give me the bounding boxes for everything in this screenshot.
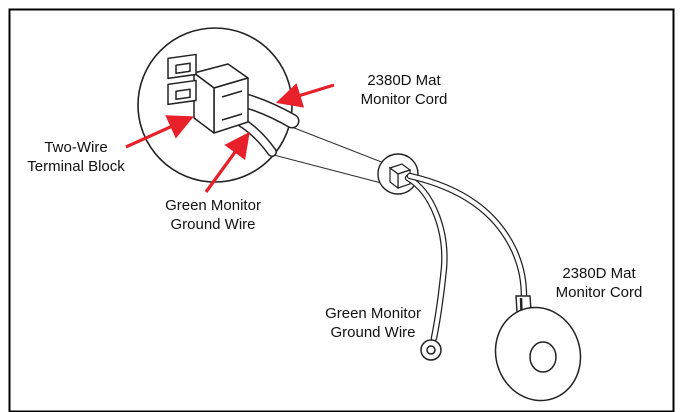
magnifier-leader-lines [269,123,386,185]
label-line: Monitor Cord [360,91,448,108]
arrow-terminal-block [125,115,194,149]
label-green-monitor-ground-wire: Green Monitor Ground Wire [306,304,440,342]
ring-terminal [420,339,442,361]
detail-terminal-block [167,53,249,134]
label-mat-monitor-cord-detail: 2380D Mat Monitor Cord [346,71,462,109]
label-mat-monitor-cord: 2380D Mat Monitor Cord [540,264,658,302]
small-terminal-block [388,163,412,190]
ground-wire [404,174,448,342]
arrow-mat-cord-detail [275,83,335,108]
label-line: Terminal Block [27,158,125,175]
label-line: Green Monitor [325,305,421,322]
label-line: Monitor Cord [555,284,643,301]
sensor-disc [494,306,582,402]
mat-monitor-cord [406,172,528,302]
label-line: Ground Wire [330,324,416,341]
label-line: Green Monitor [165,197,261,214]
label-line: 2380D Mat [367,72,441,89]
label-line: 2380D Mat [562,265,636,282]
label-line: Ground Wire [170,216,256,233]
callout-arrows [125,83,335,193]
label-two-wire-terminal-block: Two-Wire Terminal Block [8,138,144,176]
arrow-ground-wire-detail [204,131,250,193]
label-green-monitor-ground-wire-detail: Green Monitor Ground Wire [146,196,280,234]
label-line: Two-Wire [44,139,108,156]
